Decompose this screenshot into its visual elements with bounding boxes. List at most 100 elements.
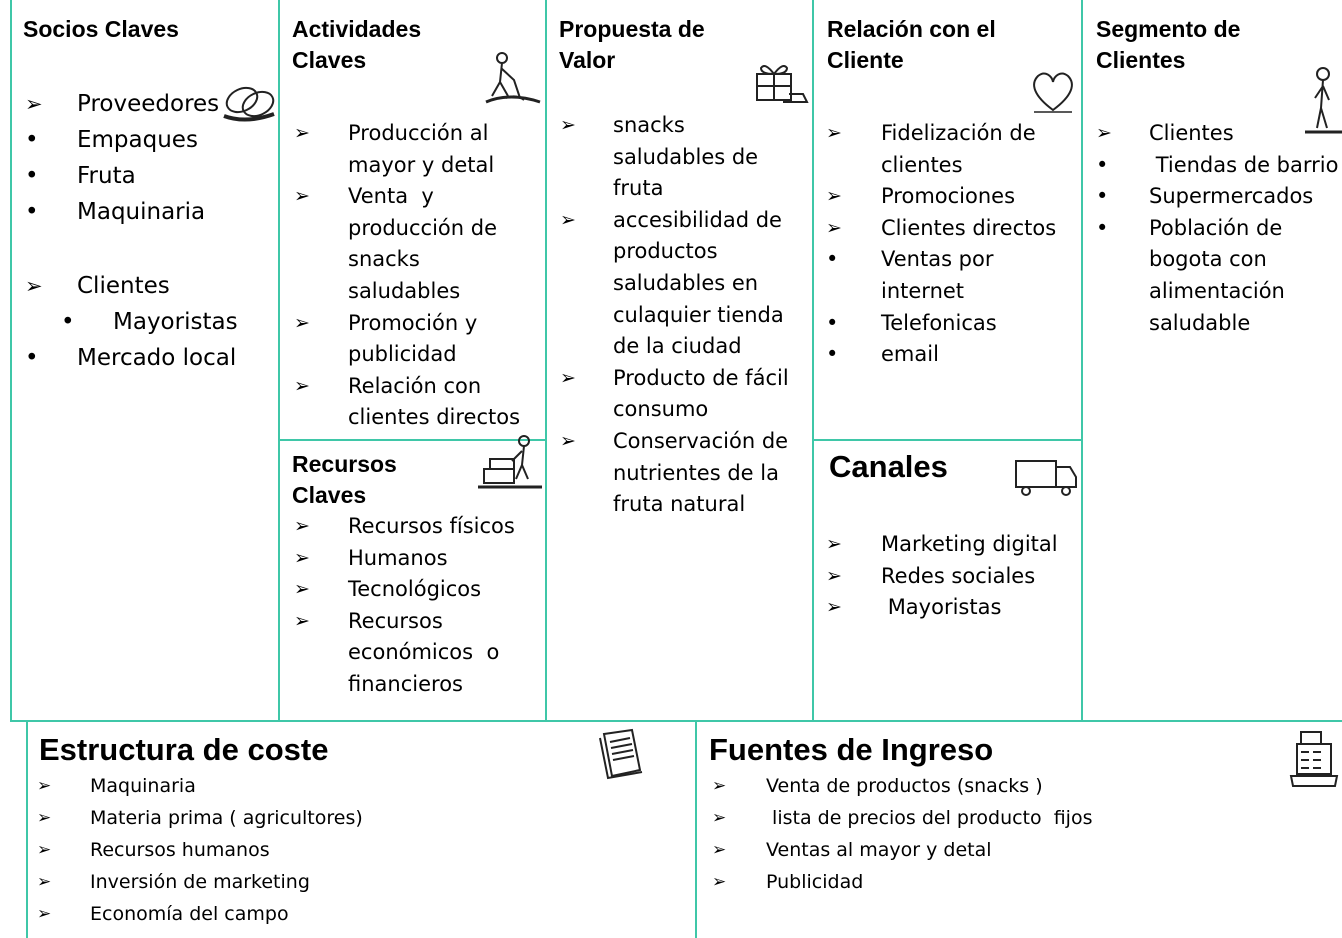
list-item: ➢Ventas al mayor y detal	[712, 834, 1312, 866]
delivery-truck-icon	[1012, 453, 1078, 501]
grid-divider-1	[278, 0, 280, 722]
list-item-text: Proveedores	[77, 91, 220, 117]
list-item-text: Telefonicas	[881, 310, 997, 335]
list-item: • email	[826, 339, 1071, 371]
grid-bottom-left-border	[26, 722, 28, 938]
list-item-text: Producción al mayor y detal	[348, 121, 496, 177]
arrow-bullet-icon: ➢	[294, 374, 310, 397]
list-item-text: Economía del campo	[90, 903, 289, 925]
list-item: ➢Producto de fácil consumo	[560, 363, 800, 426]
socios-claves-title: Socios Claves	[23, 16, 179, 42]
list-item-text: email	[881, 342, 939, 367]
list-item-text: Fidelización de clientes	[881, 121, 1043, 177]
list-item-text: Inversión de marketing	[90, 871, 310, 893]
arrow-bullet-icon: ➢	[294, 122, 310, 144]
recursos-claves-list: ➢Recursos físicos➢Humanos➢Tecnológicos➢R…	[294, 511, 529, 701]
estructura-coste-block: Estructura de coste ➢Maquinaria ➢ Materia …	[28, 722, 695, 938]
arrow-bullet-icon: ➢	[560, 114, 576, 136]
list-item: • Empaques	[25, 122, 275, 158]
propuesta-de-valor-title: Propuesta de Valor	[559, 16, 705, 73]
arrow-bullet-icon: ➢	[1096, 122, 1112, 144]
arrow-bullet-icon: ➢	[712, 776, 727, 796]
segmento-clientes-title: Segmento de Clientes	[1096, 16, 1241, 73]
list-item-text: Redes sociales	[881, 563, 1036, 588]
list-item: ➢Maquinaria	[37, 770, 637, 802]
list-item: ➢ lista de precios del producto fijos	[712, 802, 1312, 834]
cash-register-icon	[1287, 724, 1339, 792]
list-item-text: Relación con clientes directos	[348, 373, 521, 430]
arrow-bullet-icon: ➢	[826, 185, 842, 208]
list-item: •Población de bogota con alimentación sa…	[1096, 213, 1342, 339]
receipt-icon	[594, 726, 648, 780]
fuentes-ingreso-list: ➢ Venta de productos (snacks ) ➢ lista de …	[712, 770, 1312, 898]
arrow-bullet-icon: ➢	[712, 872, 727, 892]
arrow-bullet-icon: ➢	[826, 533, 842, 555]
list-item: ➢ Materia prima ( agricultores)	[37, 802, 637, 834]
bullet-icon: •	[25, 127, 39, 153]
estructura-coste-title: Estructura de coste	[39, 732, 329, 767]
bullet-icon: •	[25, 199, 39, 225]
list-item-text: Marketing digital	[881, 532, 1058, 556]
fuentes-ingreso-block: Fuentes de Ingreso ➢Venta de productos (…	[697, 722, 1342, 938]
list-item: ➢Proveedores	[25, 86, 275, 122]
list-item: ➢ Producción al mayor y detal	[294, 118, 529, 181]
bullet-icon: •	[826, 310, 839, 335]
relacion-cliente-title: Relación con el Cliente	[827, 16, 996, 73]
list-item: ➢ Fidelización de clientes	[826, 118, 1071, 181]
list-item-text: Tecnológicos	[348, 577, 482, 602]
digging-worker-icon	[476, 50, 542, 110]
canales-block: Canales ➢ Marketing digital ➢ Redes sociale…	[814, 441, 1081, 720]
grid-bottom-middle-divider	[695, 722, 697, 938]
list-item-text: Venta de productos (snacks )	[766, 775, 1043, 797]
arrow-bullet-icon: ➢	[25, 274, 43, 298]
actividades-claves-title: Actividades Claves	[292, 16, 422, 73]
bullet-icon: •	[1096, 184, 1109, 209]
actividades-claves-list: ➢Producción al mayor y detal➢Venta y pro…	[294, 118, 529, 434]
arrow-bullet-icon: ➢	[294, 546, 310, 569]
list-item-text: Materia prima ( agricultores)	[90, 807, 363, 829]
arrow-bullet-icon: ➢	[826, 122, 842, 144]
arrow-bullet-icon: ➢	[826, 216, 842, 239]
list-item: ➢ Clientes directos	[826, 213, 1071, 245]
list-item: ➢Conservación de nutrientes de la fruta …	[560, 426, 800, 521]
grid-divider-3	[812, 0, 814, 722]
arrow-bullet-icon: ➢	[294, 609, 310, 632]
worker-with-crates-icon	[476, 435, 548, 497]
list-item: ➢Humanos	[294, 543, 529, 575]
list-item: • Tiendas de barrio	[1096, 150, 1342, 182]
list-item: ➢Clientes	[25, 268, 275, 304]
arrow-bullet-icon: ➢	[712, 808, 727, 828]
list-item: ➢Inversión de marketing	[37, 866, 637, 898]
arrow-bullet-icon: ➢	[826, 596, 842, 619]
list-item-text: Mercado local	[77, 345, 237, 371]
bullet-icon: •	[826, 342, 839, 367]
socios-claves-block: Socios Claves ➢Proveedores•Empaques•Frut…	[12, 0, 278, 720]
grid-divider-2	[545, 0, 547, 722]
bullet-icon: •	[61, 309, 75, 335]
list-item-text: Clientes directos	[881, 215, 1057, 240]
grid-actividades-split	[278, 439, 547, 441]
list-item: ➢Recursos físicos	[294, 511, 529, 543]
list-item: •Mercado local	[25, 340, 275, 376]
estructura-coste-list: ➢Maquinaria ➢ Materia prima ( agricultores…	[37, 770, 637, 930]
arrow-bullet-icon: ➢	[560, 366, 576, 389]
list-item-text: Empaques	[77, 127, 198, 153]
list-item-text: Recursos físicos	[348, 514, 515, 538]
list-item-text: Ventas por internet	[881, 247, 1001, 303]
canales-list: ➢Marketing digital➢Redes sociales➢ Mayor…	[826, 529, 1071, 624]
list-item: •Fruta	[25, 158, 275, 194]
bullet-icon: •	[826, 247, 839, 272]
list-item: ➢Publicidad	[712, 866, 1312, 898]
list-item: ➢Clientes	[1096, 118, 1342, 150]
list-item: ➢ Redes sociales	[826, 561, 1071, 593]
bullet-icon: •	[1096, 215, 1109, 240]
list-item-text: Recursos económicos o financieros	[348, 608, 506, 696]
canales-title: Canales	[829, 449, 948, 484]
arrow-bullet-icon: ➢	[37, 808, 52, 828]
arrow-bullet-icon: ➢	[826, 564, 842, 587]
grid-bottom-border	[10, 720, 1342, 722]
relacion-cliente-block: Relación con el Cliente ➢ Fidelización de…	[814, 0, 1081, 439]
segmento-clientes-block: Segmento de Clientes ➢Clientes• Tiendas …	[1083, 0, 1342, 720]
list-item: ➢Economía del campo	[37, 898, 637, 930]
bullet-icon: •	[1096, 152, 1109, 177]
